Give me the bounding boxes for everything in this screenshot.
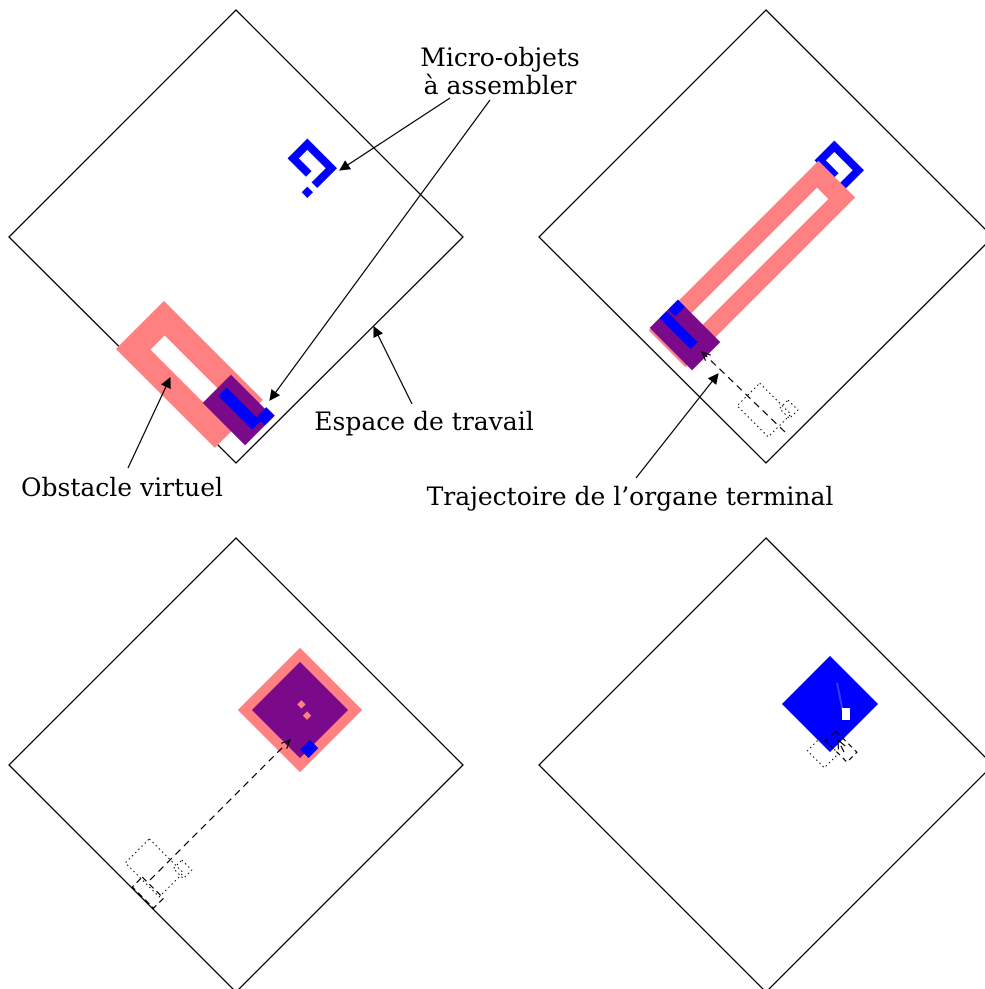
- workspace-outline: [8, 9, 464, 464]
- label-obstacle-virtuel: Obstacle virtuel: [21, 473, 223, 502]
- label-micro-objets-line1: Micro-objets: [420, 43, 580, 72]
- arrow-to-upper-object: [339, 97, 451, 171]
- micro-object-lower: [202, 374, 275, 446]
- label-micro-objets-line2: à assembler: [424, 71, 577, 100]
- trajectory-dashed: [702, 352, 786, 433]
- micro-object-lower: [649, 299, 721, 371]
- end-effector-ghost: [736, 382, 799, 438]
- assembled-overlap: [237, 647, 363, 773]
- trajectory-dashed: [149, 740, 290, 881]
- notch-icon: [842, 708, 850, 720]
- workspace-outline: [538, 537, 985, 989]
- arrow-to-workspace: [373, 326, 413, 405]
- micro-object-upper: [287, 138, 338, 198]
- arrow-to-lower-object: [269, 99, 491, 401]
- panel-3: [8, 537, 464, 989]
- label-trajectoire: Trajectoire de l’organe terminal: [427, 482, 834, 511]
- workspace-outline: [8, 537, 464, 989]
- label-espace-de-travail: Espace de travail: [314, 407, 533, 436]
- arrow-to-trajectory: [635, 373, 719, 479]
- panel-2: [538, 9, 985, 464]
- end-effector-ghost: [124, 838, 193, 910]
- annotations: Micro-objets à assembler Espace de trava…: [21, 43, 833, 511]
- panel-4: [538, 537, 985, 989]
- workspace-outline: [538, 9, 985, 464]
- assembled-micro-objects: [781, 655, 879, 753]
- panel-1: [8, 9, 464, 464]
- trajectory-dashed: [838, 740, 844, 753]
- arrow-to-obstacle: [127, 377, 171, 469]
